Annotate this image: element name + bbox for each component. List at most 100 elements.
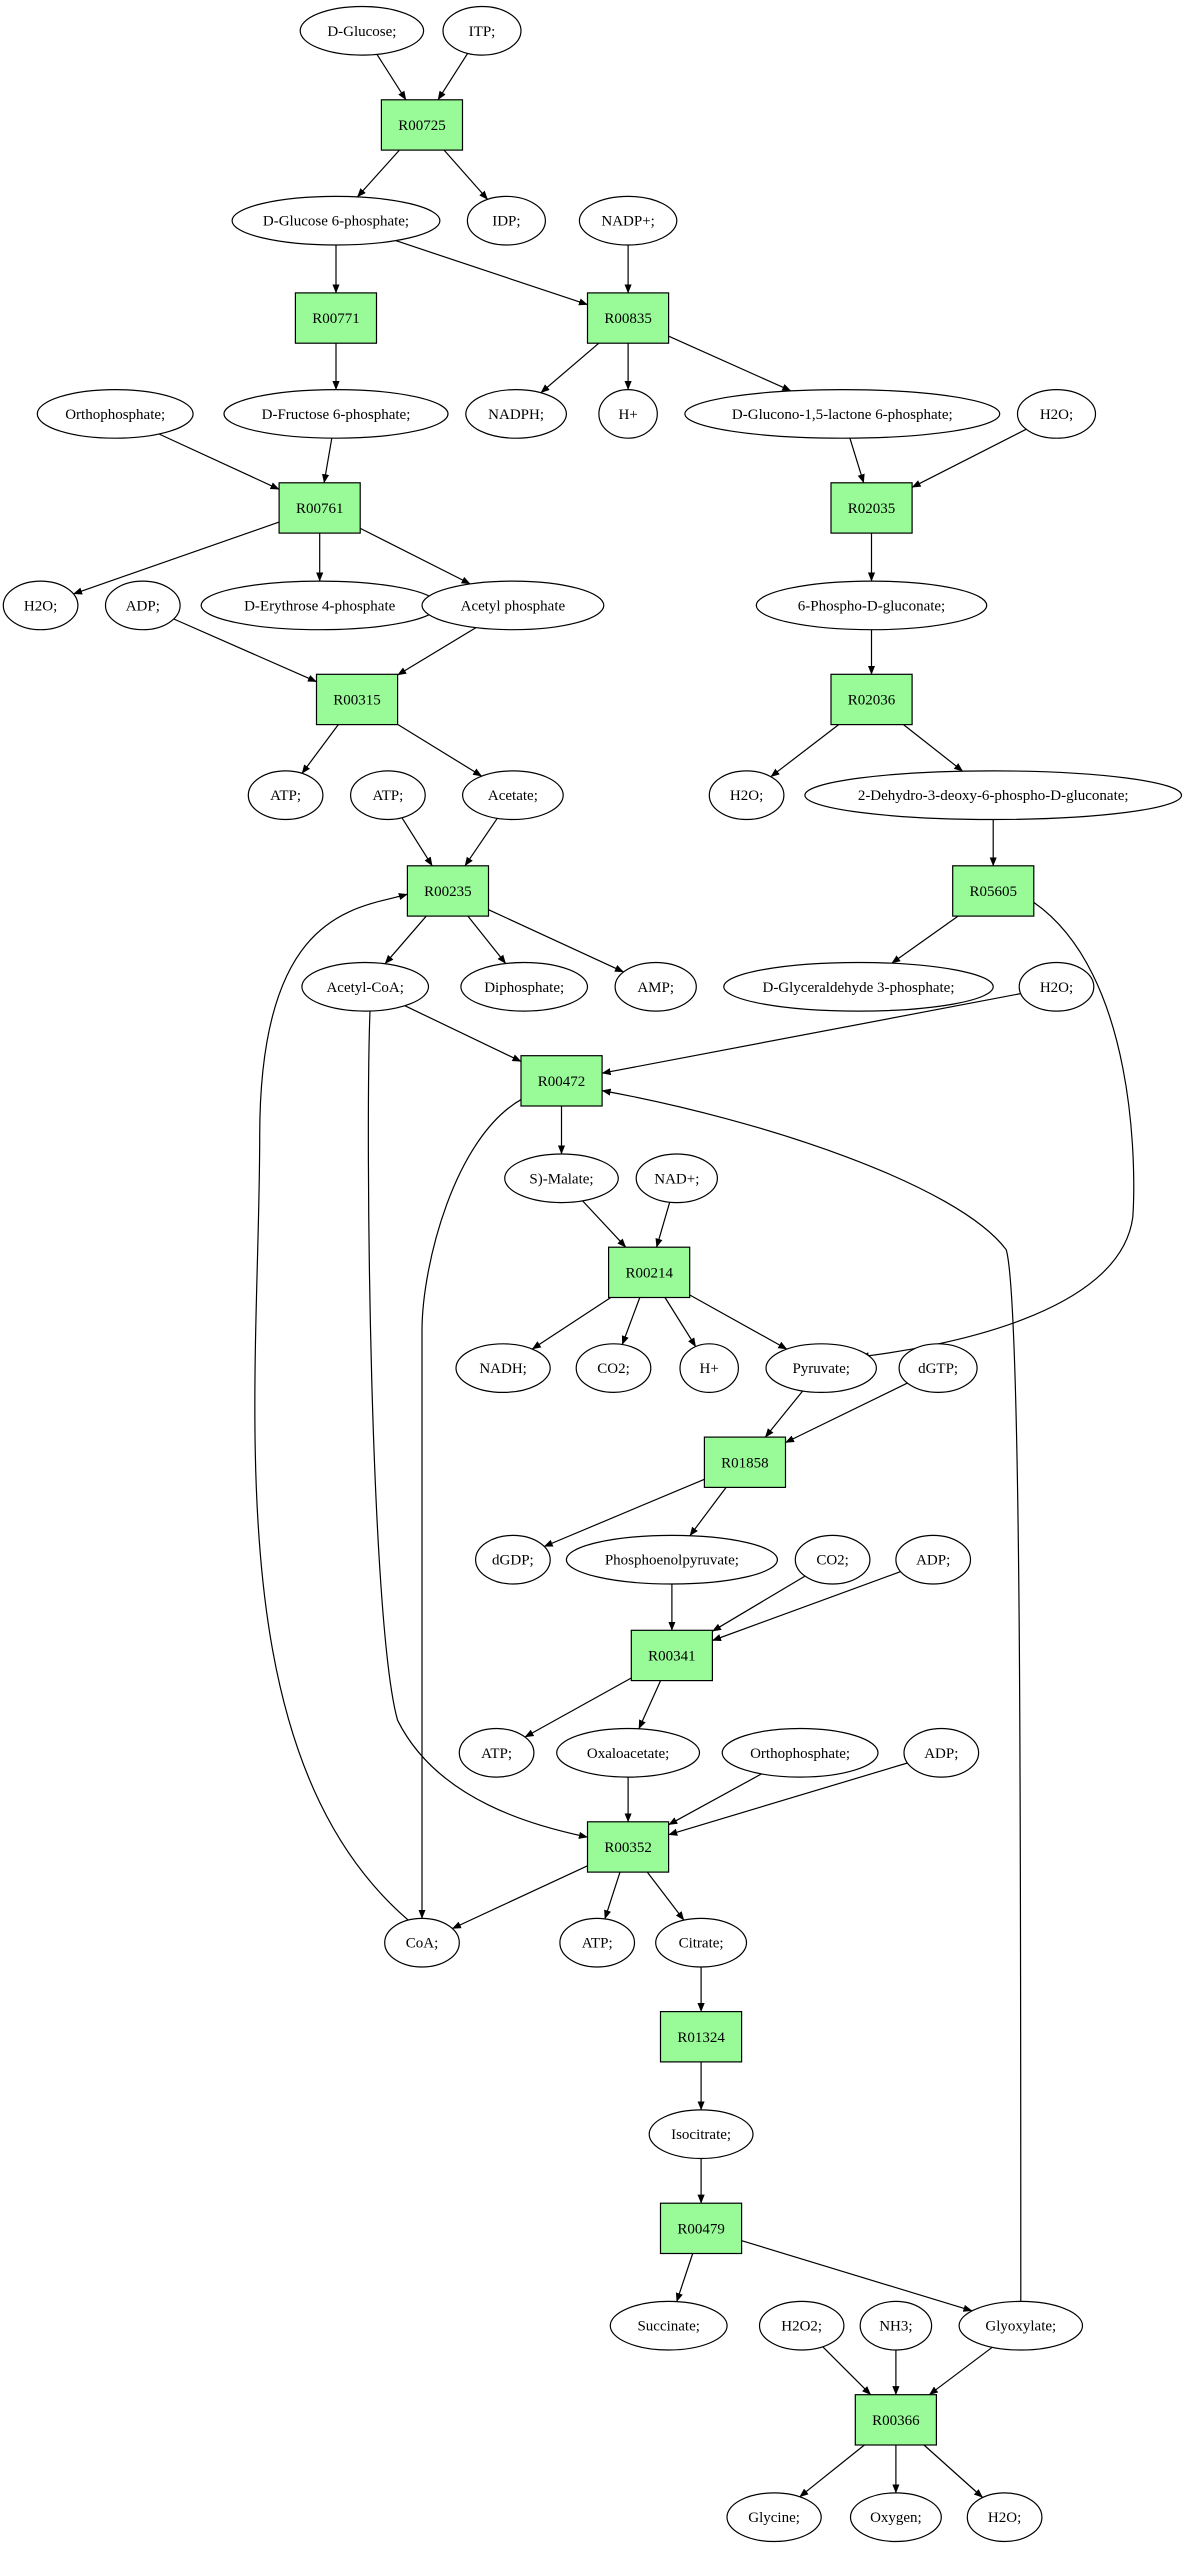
edge-R02036-to-h2o_c [770, 724, 840, 778]
compound-ellipse [708, 770, 785, 821]
reaction-node-R00761: R00761 [278, 482, 361, 534]
edge-R00761-to-acp [360, 527, 471, 585]
edge-itp-to-R00725 [437, 53, 469, 101]
edge-R00235-to-dipho [467, 915, 507, 964]
node-label: H2O; [730, 788, 763, 804]
reaction-node-R00235: R00235 [406, 865, 490, 917]
edge-R00315-to-atp1 [301, 724, 339, 774]
edge-R00352-to-citrate [646, 1871, 685, 1921]
reaction-node-R00472: R00472 [520, 1055, 603, 1107]
compound-ellipse [804, 770, 1183, 821]
edge-g6p-to-R00835 [395, 240, 588, 306]
compound-node-dgtp: dGTP; [898, 1343, 978, 1393]
compound-node-acoa: Acetyl-CoA; [301, 961, 430, 1012]
edge-layer [73, 53, 1135, 2498]
compound-ellipse [575, 1343, 652, 1393]
reaction-box [406, 865, 490, 917]
compound-ellipse [231, 195, 441, 246]
node-label: dGDP; [492, 1553, 534, 1569]
node-label: Citrate; [679, 1936, 724, 1952]
compound-node-isocitrate: Isocitrate; [648, 2109, 754, 2160]
compound-node-amp: AMP; [614, 961, 697, 1012]
node-label: D-Glyceraldehyde 3-phosphate; [762, 980, 954, 996]
node-label: Glycine; [748, 2510, 800, 2526]
compound-ellipse [726, 2492, 822, 2543]
compound-ellipse [2, 580, 79, 631]
compound-ellipse [36, 389, 194, 439]
node-label: D-Glucose 6-phosphate; [263, 214, 409, 230]
compound-node-idp: IDP; [466, 195, 546, 246]
compound-ellipse [614, 961, 697, 1012]
compound-node-atp2: ATP; [350, 770, 426, 821]
compound-node-ortho1: Orthophosphate; [36, 389, 194, 439]
edge-h2o2-to-R00366 [822, 2346, 872, 2396]
edge-pyruvate-to-R01858 [764, 1390, 804, 1438]
compound-ellipse [455, 1343, 551, 1393]
compound-ellipse [475, 1534, 551, 1585]
edge-glyoxylate-to-R00366 [928, 2346, 993, 2396]
edge-R00352-to-atp4 [604, 1871, 621, 1920]
compound-ellipse [794, 1534, 871, 1585]
compound-ellipse [966, 2492, 1043, 2543]
reaction-node-R01324: R01324 [659, 2010, 743, 2063]
node-label: Oxaloacetate; [587, 1746, 669, 1762]
reaction-node-R00315: R00315 [315, 673, 399, 726]
reaction-box [659, 2010, 743, 2063]
node-label: NH3; [879, 2319, 912, 2335]
node-label: R00479 [677, 2221, 725, 2237]
compound-node-h2o2: H2O2; [758, 2300, 845, 2351]
compound-node-acp: Acetyl phosphate [421, 580, 605, 631]
reaction-node-R00352: R00352 [586, 1821, 670, 1873]
compound-ellipse [898, 1343, 978, 1393]
compound-node-nad: NAD+; [635, 1153, 719, 1204]
reaction-box [315, 673, 399, 726]
compound-node-pep: Phosphoenolpyruvate; [565, 1534, 779, 1585]
edge-R00366-to-h2o_e [923, 2444, 984, 2498]
edge-R05605-to-g3p [891, 915, 959, 964]
edge-R00479-to-glyoxylate [741, 2240, 973, 2312]
reaction-box [659, 2202, 743, 2255]
compound-node-adp1: ADP; [104, 580, 181, 631]
edge-R00341-to-oaa [638, 1680, 662, 1730]
compound-ellipse [559, 1917, 636, 1968]
node-label: R00761 [296, 501, 344, 517]
edge-dgtp-to-R01858 [785, 1382, 908, 1444]
reaction-node-R00725: R00725 [380, 99, 464, 151]
reaction-box [830, 482, 913, 534]
compound-node-dgdp: dGDP; [475, 1534, 551, 1585]
edge-R02036-to-kdpg [903, 724, 964, 772]
node-label: CoA; [406, 1936, 439, 1952]
edge-R00366-to-glycine [799, 2444, 865, 2498]
compound-node-atp4: ATP; [559, 1917, 636, 1968]
reaction-box [854, 2394, 937, 2446]
compound-node-adp2: ADP; [895, 1534, 972, 1585]
reaction-node-R00366: R00366 [854, 2394, 937, 2446]
reaction-box [586, 1821, 670, 1873]
node-label: R00366 [872, 2413, 920, 2429]
compound-node-g6p: D-Glucose 6-phosphate; [231, 195, 441, 246]
node-label: H+ [700, 1361, 719, 1377]
compound-node-hplus1: H+ [598, 389, 658, 439]
compound-ellipse [384, 1917, 460, 1968]
compound-ellipse [556, 1727, 701, 1778]
edge-R00479-to-succinate [675, 2253, 694, 2303]
node-label: IDP; [492, 214, 520, 230]
node-label: Isocitrate; [671, 2127, 731, 2143]
compound-node-glucose: D-Glucose; [299, 5, 425, 56]
edge-atp2-to-R00235 [401, 817, 433, 867]
node-label: ADP; [924, 1746, 958, 1762]
compound-ellipse [350, 770, 426, 821]
edge-h2o_d-to-R00472 [601, 993, 1021, 1076]
compound-node-h2o_a: H2O; [1016, 389, 1097, 439]
compound-ellipse [223, 389, 449, 439]
edge-R00214-to-hplus2 [664, 1297, 697, 1347]
edge-ortho2-to-R00352 [668, 1773, 762, 1826]
reaction-box [586, 292, 670, 344]
node-label: R05605 [969, 884, 1017, 900]
node-label: ATP; [372, 788, 403, 804]
edge-nad-to-R00214 [655, 1202, 671, 1248]
reaction-box [520, 1055, 603, 1107]
node-label: AMP; [637, 980, 674, 996]
reaction-node-R00479: R00479 [659, 2202, 743, 2255]
